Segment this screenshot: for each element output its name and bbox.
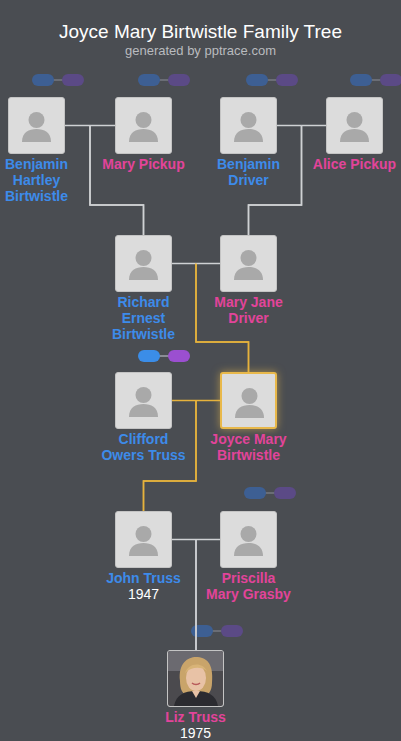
pill-pair: [138, 350, 190, 362]
person-name: Priscilla Mary Grasby: [206, 570, 291, 602]
couple-line: [196, 263, 220, 265]
person-name: Mary Pickup: [101, 156, 186, 172]
person-name: John Truss: [101, 570, 186, 586]
person-caption: Priscilla Mary Grasby: [206, 570, 291, 602]
person-avatar: [220, 235, 277, 292]
person-node: Mary Pickup: [115, 97, 172, 154]
person-name: Alice Pickup: [312, 156, 397, 172]
pill-pair: [246, 74, 298, 86]
person-caption: Mary Jane Driver: [206, 294, 291, 326]
person-caption: Liz Truss1975: [153, 709, 238, 741]
person-node: Richard Ernest Birtwistle: [115, 235, 172, 292]
couple-line: [302, 125, 327, 127]
person-name: Richard Ernest Birtwistle: [101, 294, 186, 342]
person-caption: Joyce Mary Birtwistle: [206, 431, 291, 463]
parent-child-connector: [172, 540, 196, 651]
person-avatar: [220, 97, 277, 154]
descent-line: [195, 540, 197, 651]
person-avatar: [220, 511, 277, 568]
couple-line: [277, 125, 302, 127]
person-caption: Benjamin Hartley Birtwistle: [0, 156, 79, 204]
person-node: Priscilla Mary Grasby: [220, 511, 277, 568]
pill-pair: [350, 74, 401, 86]
couple-line: [172, 263, 196, 265]
person-node: Clifford Owers Truss: [115, 372, 172, 429]
link-pills: [32, 74, 401, 637]
couple-line: [196, 539, 220, 541]
person-name: Liz Truss: [153, 709, 238, 725]
person-avatar: [115, 235, 172, 292]
person-avatar: [326, 97, 383, 154]
person-avatar: [115, 97, 172, 154]
person-node: Benjamin Hartley Birtwistle: [8, 97, 65, 154]
person-avatar: [115, 372, 172, 429]
person-caption: John Truss1947: [101, 570, 186, 602]
person-caption: Richard Ernest Birtwistle: [101, 294, 186, 342]
person-caption: Benjamin Driver: [206, 156, 291, 188]
person-name: Clifford Owers Truss: [101, 431, 186, 463]
birth-year: 1975: [153, 725, 238, 741]
pill-pair: [244, 487, 296, 499]
couple-line: [196, 400, 220, 402]
person-caption: Alice Pickup: [312, 156, 397, 172]
couple-line: [172, 400, 196, 402]
person-caption: Clifford Owers Truss: [101, 431, 186, 463]
person-name: Benjamin Hartley Birtwistle: [0, 156, 79, 204]
person-photo: [167, 650, 224, 707]
person-node: Mary Jane Driver: [220, 235, 277, 292]
descent-line: [195, 540, 197, 651]
couple-line: [90, 125, 115, 127]
person-node: Benjamin Driver: [220, 97, 277, 154]
person-name: Joyce Mary Birtwistle: [206, 431, 291, 463]
person-node: Alice Pickup: [326, 97, 383, 154]
couple-line: [65, 125, 90, 127]
pill-pair: [138, 74, 190, 86]
diagram-title: Joyce Mary Birtwistle Family Tree: [0, 20, 401, 44]
person-avatar: [8, 97, 65, 154]
pill-pair: [191, 625, 243, 637]
pill-pair: [32, 74, 84, 86]
person-node: John Truss1947: [115, 511, 172, 568]
couple-line: [172, 539, 196, 541]
person-node: Joyce Mary Birtwistle: [220, 372, 277, 429]
person-node: Liz Truss1975: [167, 650, 224, 707]
person-avatar: [115, 511, 172, 568]
person-name: Mary Jane Driver: [206, 294, 291, 326]
person-avatar: [220, 372, 277, 429]
birth-year: 1947: [101, 586, 186, 602]
person-name: Benjamin Driver: [206, 156, 291, 188]
subtitle: generated by pptrace.com: [0, 43, 401, 59]
person-caption: Mary Pickup: [101, 156, 186, 172]
